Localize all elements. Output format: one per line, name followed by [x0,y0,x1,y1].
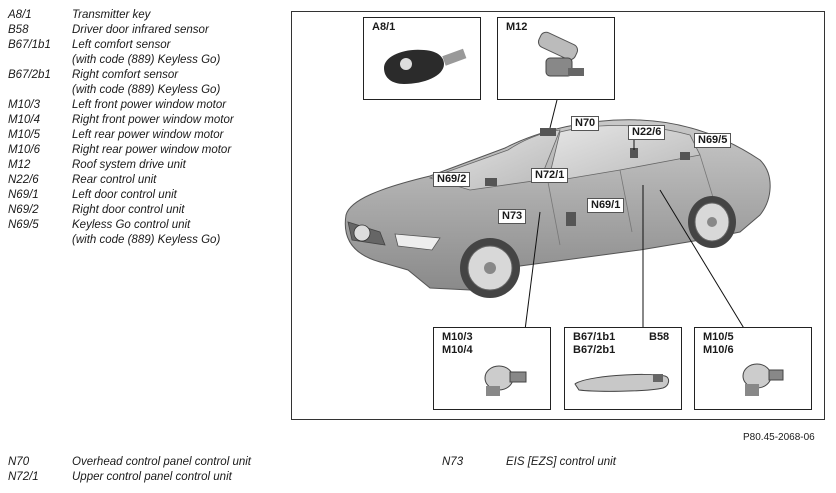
box-m10-6-label: M10/6 [703,344,734,356]
tag-n69-2: N69/2 [433,172,471,187]
tag-n72-1: N72/1 [531,168,569,183]
mercedes-star [353,224,371,242]
tag-n70: N70 [571,116,600,131]
box-m12-label: M12 [506,21,528,33]
window-motor-icon [484,365,527,396]
box-b67-b58: B67/1b1 B58 B67/2b1 [564,327,682,410]
legend-item: (with code (889) Keyless Go) [72,84,221,96]
tag-n73: N73 [498,209,527,224]
tag-n22-6: N22/6 [628,125,666,140]
front-wheel [460,238,520,298]
box-m12: M12 [497,17,615,100]
tag-n69-1: N69/1 [587,198,625,213]
box-b58-label: B58 [649,331,670,343]
box-m10-5-label: M10/5 [703,331,734,343]
leader-lines [524,99,746,331]
box-b67-2b1-label: B67/2b1 [573,344,616,356]
roof-drive-unit-icon [537,31,584,77]
box-m10-3-4: M10/3 M10/4 [433,327,551,410]
window-motor-icon [742,363,784,396]
transmitter-key-icon [384,48,467,84]
door-handle-icon [574,373,670,392]
box-a8-1-label: A8/1 [372,21,396,33]
component-n70 [540,128,556,136]
component-n22-6 [630,148,638,158]
box-m10-3-label: M10/3 [442,331,473,343]
box-m10-4-label: M10/4 [442,344,473,356]
legend-item: (with code (889) Keyless Go) [72,234,221,246]
box-m10-5-6: M10/5 M10/6 [694,327,812,410]
component-n69-2 [485,178,497,186]
box-a8-1: A8/1 [363,17,481,100]
rear-wheel [688,196,736,248]
figure-reference: P80.45-2068-06 [743,432,815,443]
component-n69-1 [566,212,576,226]
tag-n69-5: N69/5 [694,133,732,148]
component-n69-5 [680,152,690,160]
legend-item: (with code (889) Keyless Go) [72,54,221,66]
car-headlight [394,233,441,251]
box-b67-1b1-label: B67/1b1 [573,331,616,343]
